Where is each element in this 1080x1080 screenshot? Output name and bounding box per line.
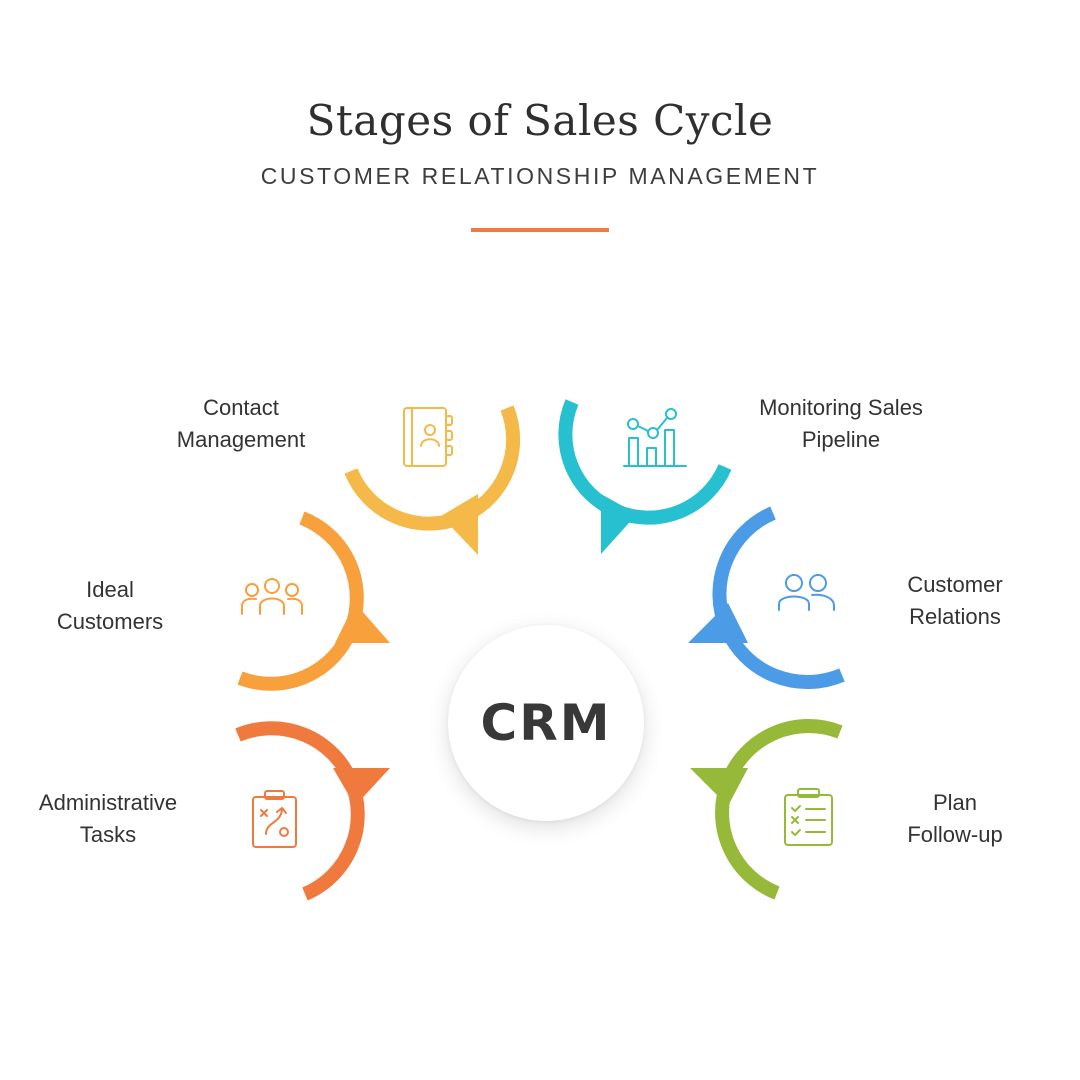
checklist-clipboard-icon [784,788,833,846]
stage-ring-contact-management [344,405,521,555]
stage-ring-administrative-tasks [235,721,390,901]
stage-label-customer-relations: Customer Relations [907,572,1003,629]
stage-ring-plan-follow-up [690,719,843,900]
stage-ring-ideal-customers [237,511,390,691]
crm-center-circle: CRM [448,625,644,821]
title-divider [471,228,609,232]
stage-ring-customer-relations [688,506,845,689]
stage-label-ideal-customers: Ideal Customers [56,577,164,634]
contact-book-icon [403,407,453,467]
strategy-clipboard-icon [252,790,297,848]
stage-label-monitoring-sales-pipeline: Monitoring Sales Pipeline [759,395,923,452]
group-icon [241,578,303,615]
stage-label-administrative-tasks: Administrative Tasks [38,790,178,847]
crm-label: CRM [480,694,612,752]
stage-label-contact-management: Contact Management [176,395,306,452]
page-subtitle: CUSTOMER RELATIONSHIP MANAGEMENT [260,163,820,189]
stage-label-plan-follow-up: Plan Follow-up [907,790,1003,847]
bar-chart-icon [623,408,687,467]
page-title: Stages of Sales Cycle [306,96,774,145]
stage-ring-monitoring-sales-pipeline [558,399,732,554]
two-people-icon [778,574,835,611]
